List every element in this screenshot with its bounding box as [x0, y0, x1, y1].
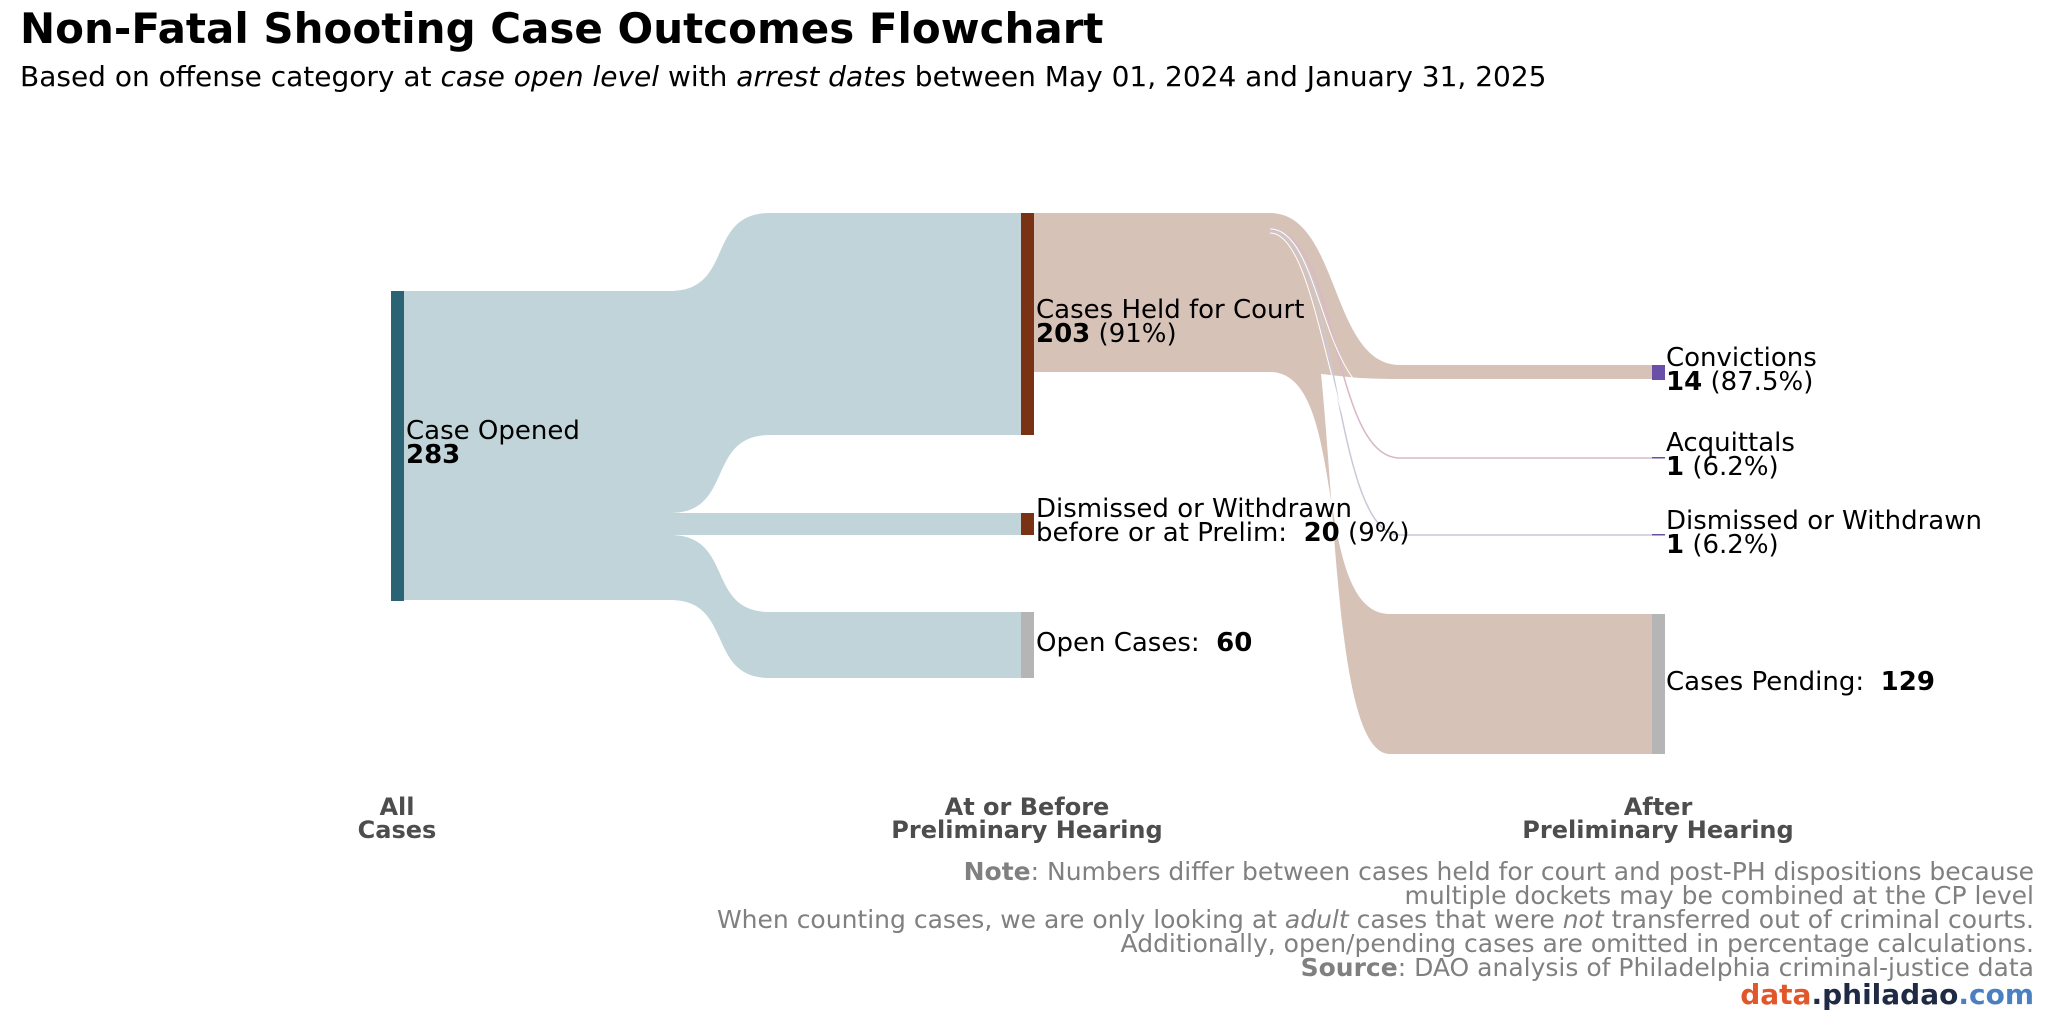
label-open-cases: Open Cases: 60: [1036, 628, 1253, 658]
footnotes: Note: Numbers differ between cases held …: [716, 857, 2034, 982]
flow-held-to-misc-1: [1269, 228, 1381, 401]
node-bar-acquittals: [1652, 457, 1665, 459]
source-line: Source: DAO analysis of Philadelphia cri…: [1300, 953, 2034, 982]
note-line-open: Additionally, open/pending cases are omi…: [1120, 929, 2034, 958]
label-cases-held: Cases Held for Court 203 (91%): [1036, 295, 1305, 349]
node-bar-pending: [1652, 614, 1665, 754]
label-acquittals: Acquittals 1 (6.2%): [1666, 428, 1795, 482]
node-bar-dismissed-pre: [1021, 513, 1034, 535]
brand-logo: data.philadao.com: [1740, 978, 2034, 1011]
node-bar-open-cases: [1021, 612, 1034, 678]
flow-held-to-pending: [1034, 213, 1652, 754]
label-case-opened: Case Opened 283: [406, 416, 580, 470]
flow-opened-to-held: [404, 213, 1022, 513]
label-cases-pending: Cases Pending: 129: [1666, 667, 1935, 697]
flow-held-to-misc-2: [1269, 232, 1381, 481]
label-dismissed-post: Dismissed or Withdrawn 1 (6.2%): [1666, 506, 1982, 560]
flow-held-to-acquittals: [1269, 229, 1652, 459]
node-bar-convictions: [1652, 365, 1665, 380]
note-line-1: Note: Numbers differ between cases held …: [963, 857, 2034, 886]
flow-opened-to-dismissed: [404, 513, 1022, 535]
node-bar-dismissed-post: [1652, 534, 1665, 536]
note-line-adult: When counting cases, we are only looking…: [716, 905, 2034, 934]
node-bar-case-opened: [391, 291, 404, 601]
note-line-2: multiple dockets may be combined at the …: [1404, 881, 2034, 910]
label-dismissed-pre: Dismissed or Withdrawn before or at Prel…: [1036, 494, 1410, 548]
page-subtitle: Based on offense category at case open l…: [20, 60, 1547, 93]
node-bar-held: [1021, 213, 1034, 435]
label-convictions: Convictions 14 (87.5%): [1666, 343, 1817, 397]
flow-opened-to-open-cases: [404, 535, 1022, 678]
page-title: Non-Fatal Shooting Case Outcomes Flowcha…: [20, 4, 1104, 53]
